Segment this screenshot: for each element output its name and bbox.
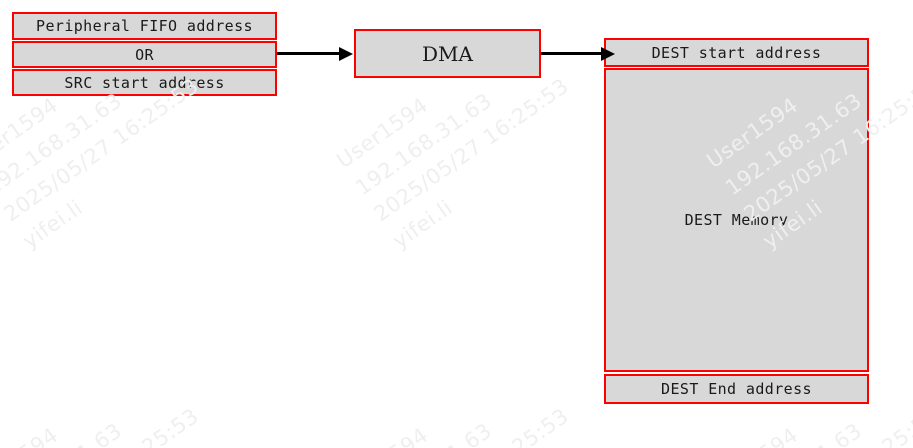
arrow-dma-to-destination [541, 46, 615, 62]
box-dest-end-address-label: DEST End address [661, 380, 812, 398]
box-peripheral-fifo-address-label: Peripheral FIFO address [36, 17, 253, 35]
box-dest-memory: DEST Memory [604, 68, 869, 372]
box-or: OR [12, 41, 277, 68]
box-dma: DMA [354, 29, 541, 78]
watermark-line-4: yifei.li [388, 194, 457, 253]
watermark-line-4: yifei.li [756, 427, 913, 448]
watermark-line-3: 2025/05/27 16:25:53 [0, 401, 206, 448]
box-dest-memory-label: DEST Memory [684, 211, 789, 229]
box-dest-start-address: DEST start address [604, 38, 869, 67]
box-dma-label: DMA [422, 41, 473, 66]
watermark-line-1: User1594 [330, 347, 538, 448]
box-src-start-address: SRC start address [12, 69, 277, 96]
arrow-head-icon [601, 47, 615, 61]
watermark-line-3: 2025/05/27 16:25:53 [737, 401, 913, 448]
arrow-shaft [541, 52, 601, 55]
watermark-line-4: yifei.li [16, 427, 224, 448]
arrow-source-to-dma [277, 46, 353, 62]
watermark-line-2: 192.168.31.63 [349, 374, 557, 448]
watermark-line-4: yifei.li [18, 194, 87, 253]
box-dest-start-address-label: DEST start address [651, 43, 822, 62]
arrow-shaft [277, 52, 339, 55]
box-or-label: OR [135, 45, 154, 64]
box-dest-end-address: DEST End address [604, 374, 869, 404]
arrow-head-icon [339, 47, 353, 61]
watermark-line-4: yifei.li [386, 427, 594, 448]
watermark-line-3: 2025/05/27 16:25:53 [367, 401, 575, 448]
box-src-start-address-label: SRC start address [64, 73, 225, 92]
box-peripheral-fifo-address: Peripheral FIFO address [12, 12, 277, 40]
watermark-line-2: 192.168.31.63 [0, 374, 187, 448]
watermark-line-3: 2025/05/27 16:25:53 [369, 73, 574, 227]
watermark-line-1: User1594 [0, 347, 168, 448]
